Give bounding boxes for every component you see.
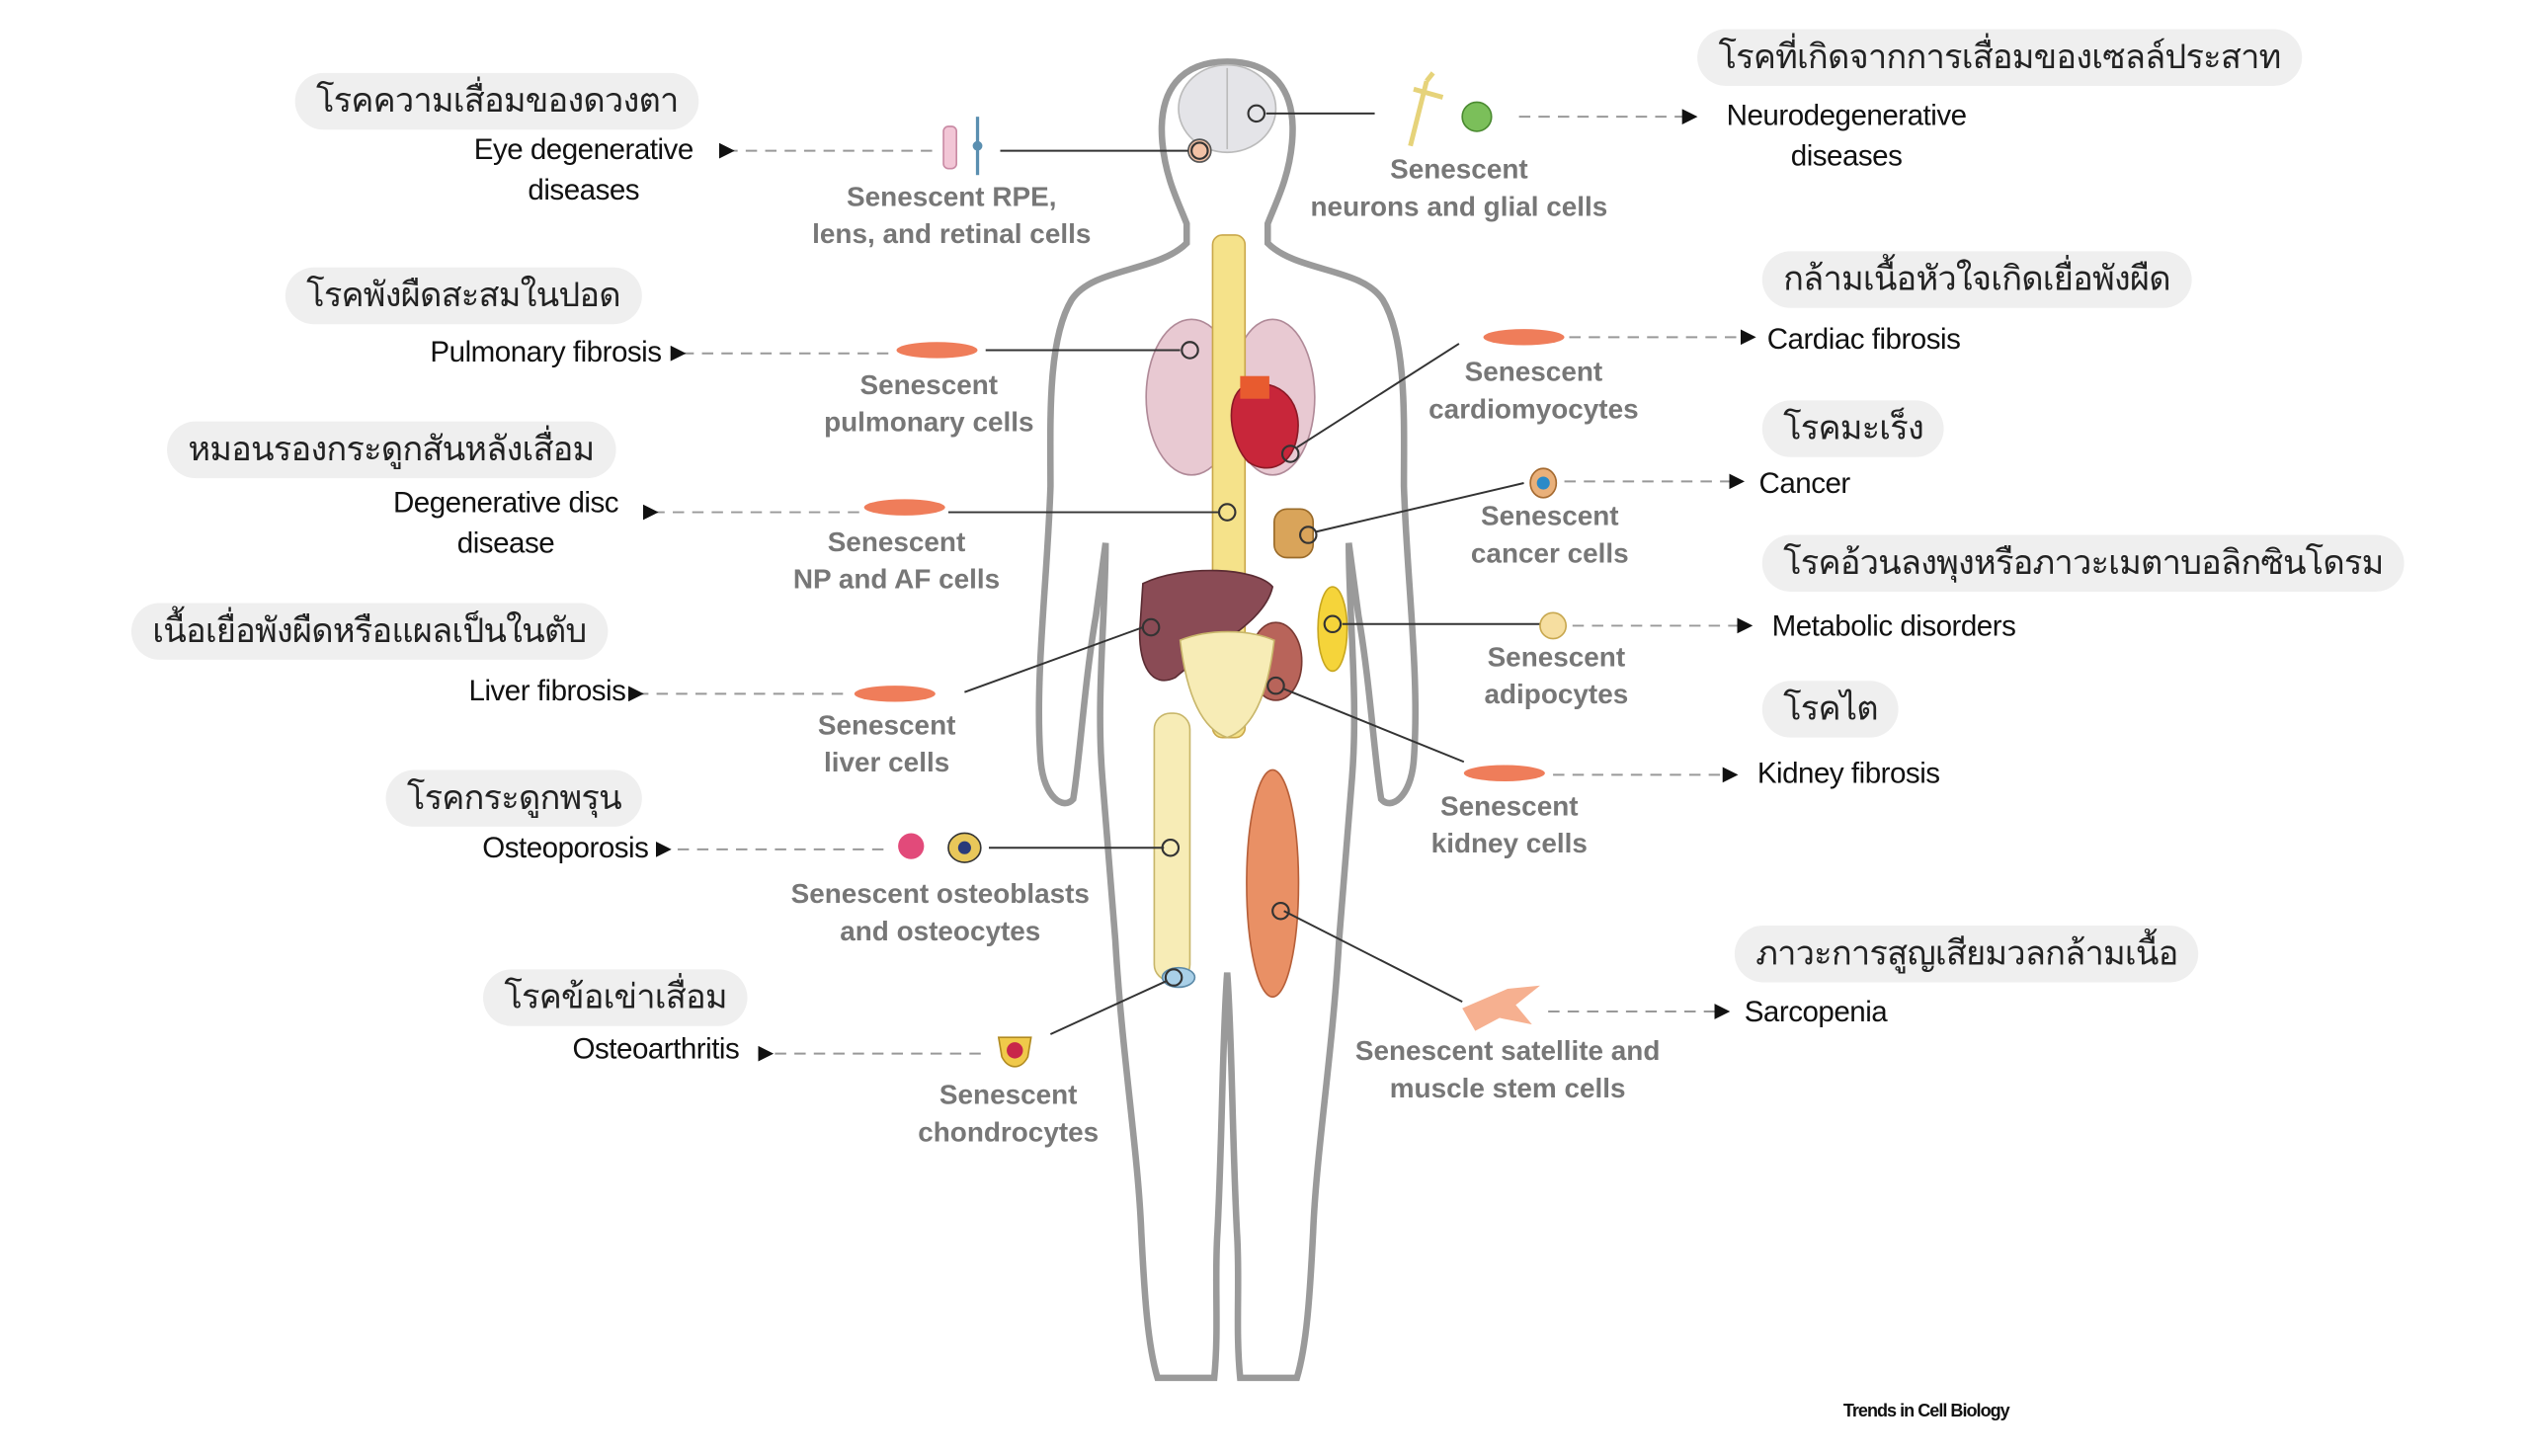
disease-metabolic: Metabolic disorders — [1771, 609, 2016, 642]
knee — [1161, 966, 1196, 989]
cell-label-osteoblasts: Senescent osteoblasts and osteocytes — [790, 878, 1090, 947]
thai-label-kidney: โรคไต — [1761, 681, 1900, 738]
cell-label-chondrocytes: Senescent chondrocytes — [918, 1079, 1100, 1148]
pelvis — [1179, 630, 1275, 739]
liver — [1138, 569, 1274, 682]
cell-icons — [854, 71, 1568, 1068]
muscle — [1246, 768, 1300, 999]
thai-label-liver: เนื้อเยื่อพังผืดหรือแผลเป็นในตับ — [130, 603, 608, 660]
disease-pulmonary-fibrosis: Pulmonary fibrosis — [430, 335, 662, 368]
thai-label-disc: หมอนรองกระดูกสันหลังเสื่อม — [167, 421, 615, 479]
pulmonary-cell-icon — [896, 342, 978, 359]
heart — [1230, 382, 1299, 469]
dashed-arrows — [628, 109, 1756, 1062]
cell-label-adipocytes: Senescent adipocytes — [1484, 641, 1629, 710]
kidney-cell-icon — [1463, 765, 1545, 781]
thai-label-sarcopenia: ภาวะการสูญเสียมวลกล้ามเนื้อ — [1734, 926, 2199, 983]
organ-markers — [1141, 104, 1343, 987]
cell-label-liver: Senescent liver cells — [817, 709, 956, 778]
disease-kidney-fibrosis: Kidney fibrosis — [1756, 757, 1940, 790]
cell-label-satellite: Senescent satellite and muscle stem cell… — [1354, 1035, 1661, 1104]
cardiomyocyte-icon — [1483, 329, 1565, 346]
body-outline — [1035, 58, 1420, 1382]
liver-cell-icon — [854, 686, 936, 702]
thai-label-metabolic: โรคอ้วนลงพุงหรือภาวะเมตาบอลิกซินโดรม — [1761, 534, 2405, 592]
cell-label-cardiomyocytes: Senescent cardiomyocytes — [1428, 357, 1639, 425]
disease-osteoarthritis: Osteoarthritis — [572, 1032, 740, 1066]
cell-label-neurons: Senescent neurons and glial cells — [1310, 153, 1608, 222]
pancreas — [1317, 586, 1348, 673]
thai-label-cancer: โรคมะเร็ง — [1761, 400, 1945, 457]
journal-credit: Trends in Cell Biology — [1842, 1402, 2010, 1422]
disease-eye-degenerative: Eye degenerative diseases — [473, 132, 694, 206]
aorta — [1240, 375, 1269, 399]
cell-label-np-af: Senescent NP and AF cells — [792, 526, 1001, 596]
disease-neurodegenerative: Neurodegenerative diseases — [1726, 99, 1967, 172]
tumor — [1273, 508, 1315, 559]
np-af-cell-icon — [863, 499, 945, 516]
cell-label-kidney: Senescent kidney cells — [1430, 790, 1588, 859]
thai-label-osteoarthritis: โรคข้อเข่าเสื่อม — [483, 969, 749, 1026]
adipocyte-icon — [1539, 611, 1568, 640]
thai-label-neuro: โรคที่เกิดจากการเสื่อมของเซลล์ประสาท — [1697, 29, 2302, 86]
thai-label-osteoporosis: โรคกระดูกพรุน — [385, 769, 643, 827]
disease-osteoporosis: Osteoporosis — [482, 831, 649, 864]
connector-lines — [947, 112, 1540, 1035]
disease-degenerative-disc: Degenerative disc disease — [392, 486, 619, 560]
cell-label-rpe: Senescent RPE, lens, and retinal cells — [812, 181, 1092, 250]
rpe-cell-icon — [942, 125, 958, 170]
osteoblast-icon — [898, 833, 925, 859]
neuron-icon — [1408, 71, 1444, 147]
disease-cancer: Cancer — [1758, 466, 1850, 500]
satellite-cell-icon — [1462, 985, 1540, 1031]
cell-label-pulmonary: Senescent pulmonary cells — [824, 369, 1034, 439]
thai-label-cardiac: กล้ามเนื้อหัวใจเกิดเยื่อพังผืด — [1761, 251, 2192, 308]
disease-sarcopenia: Sarcopenia — [1744, 995, 1888, 1028]
disease-liver-fibrosis: Liver fibrosis — [468, 674, 626, 707]
thai-label-eye: โรคความเสื่อมของดวงตา — [294, 72, 699, 130]
thai-label-pulmonary: โรคพังผืดสะสมในปอด — [285, 267, 642, 325]
glial-cell-icon — [1461, 101, 1493, 132]
cell-label-cancer: Senescent cancer cells — [1470, 501, 1629, 569]
disease-cardiac-fibrosis: Cardiac fibrosis — [1766, 322, 1961, 356]
